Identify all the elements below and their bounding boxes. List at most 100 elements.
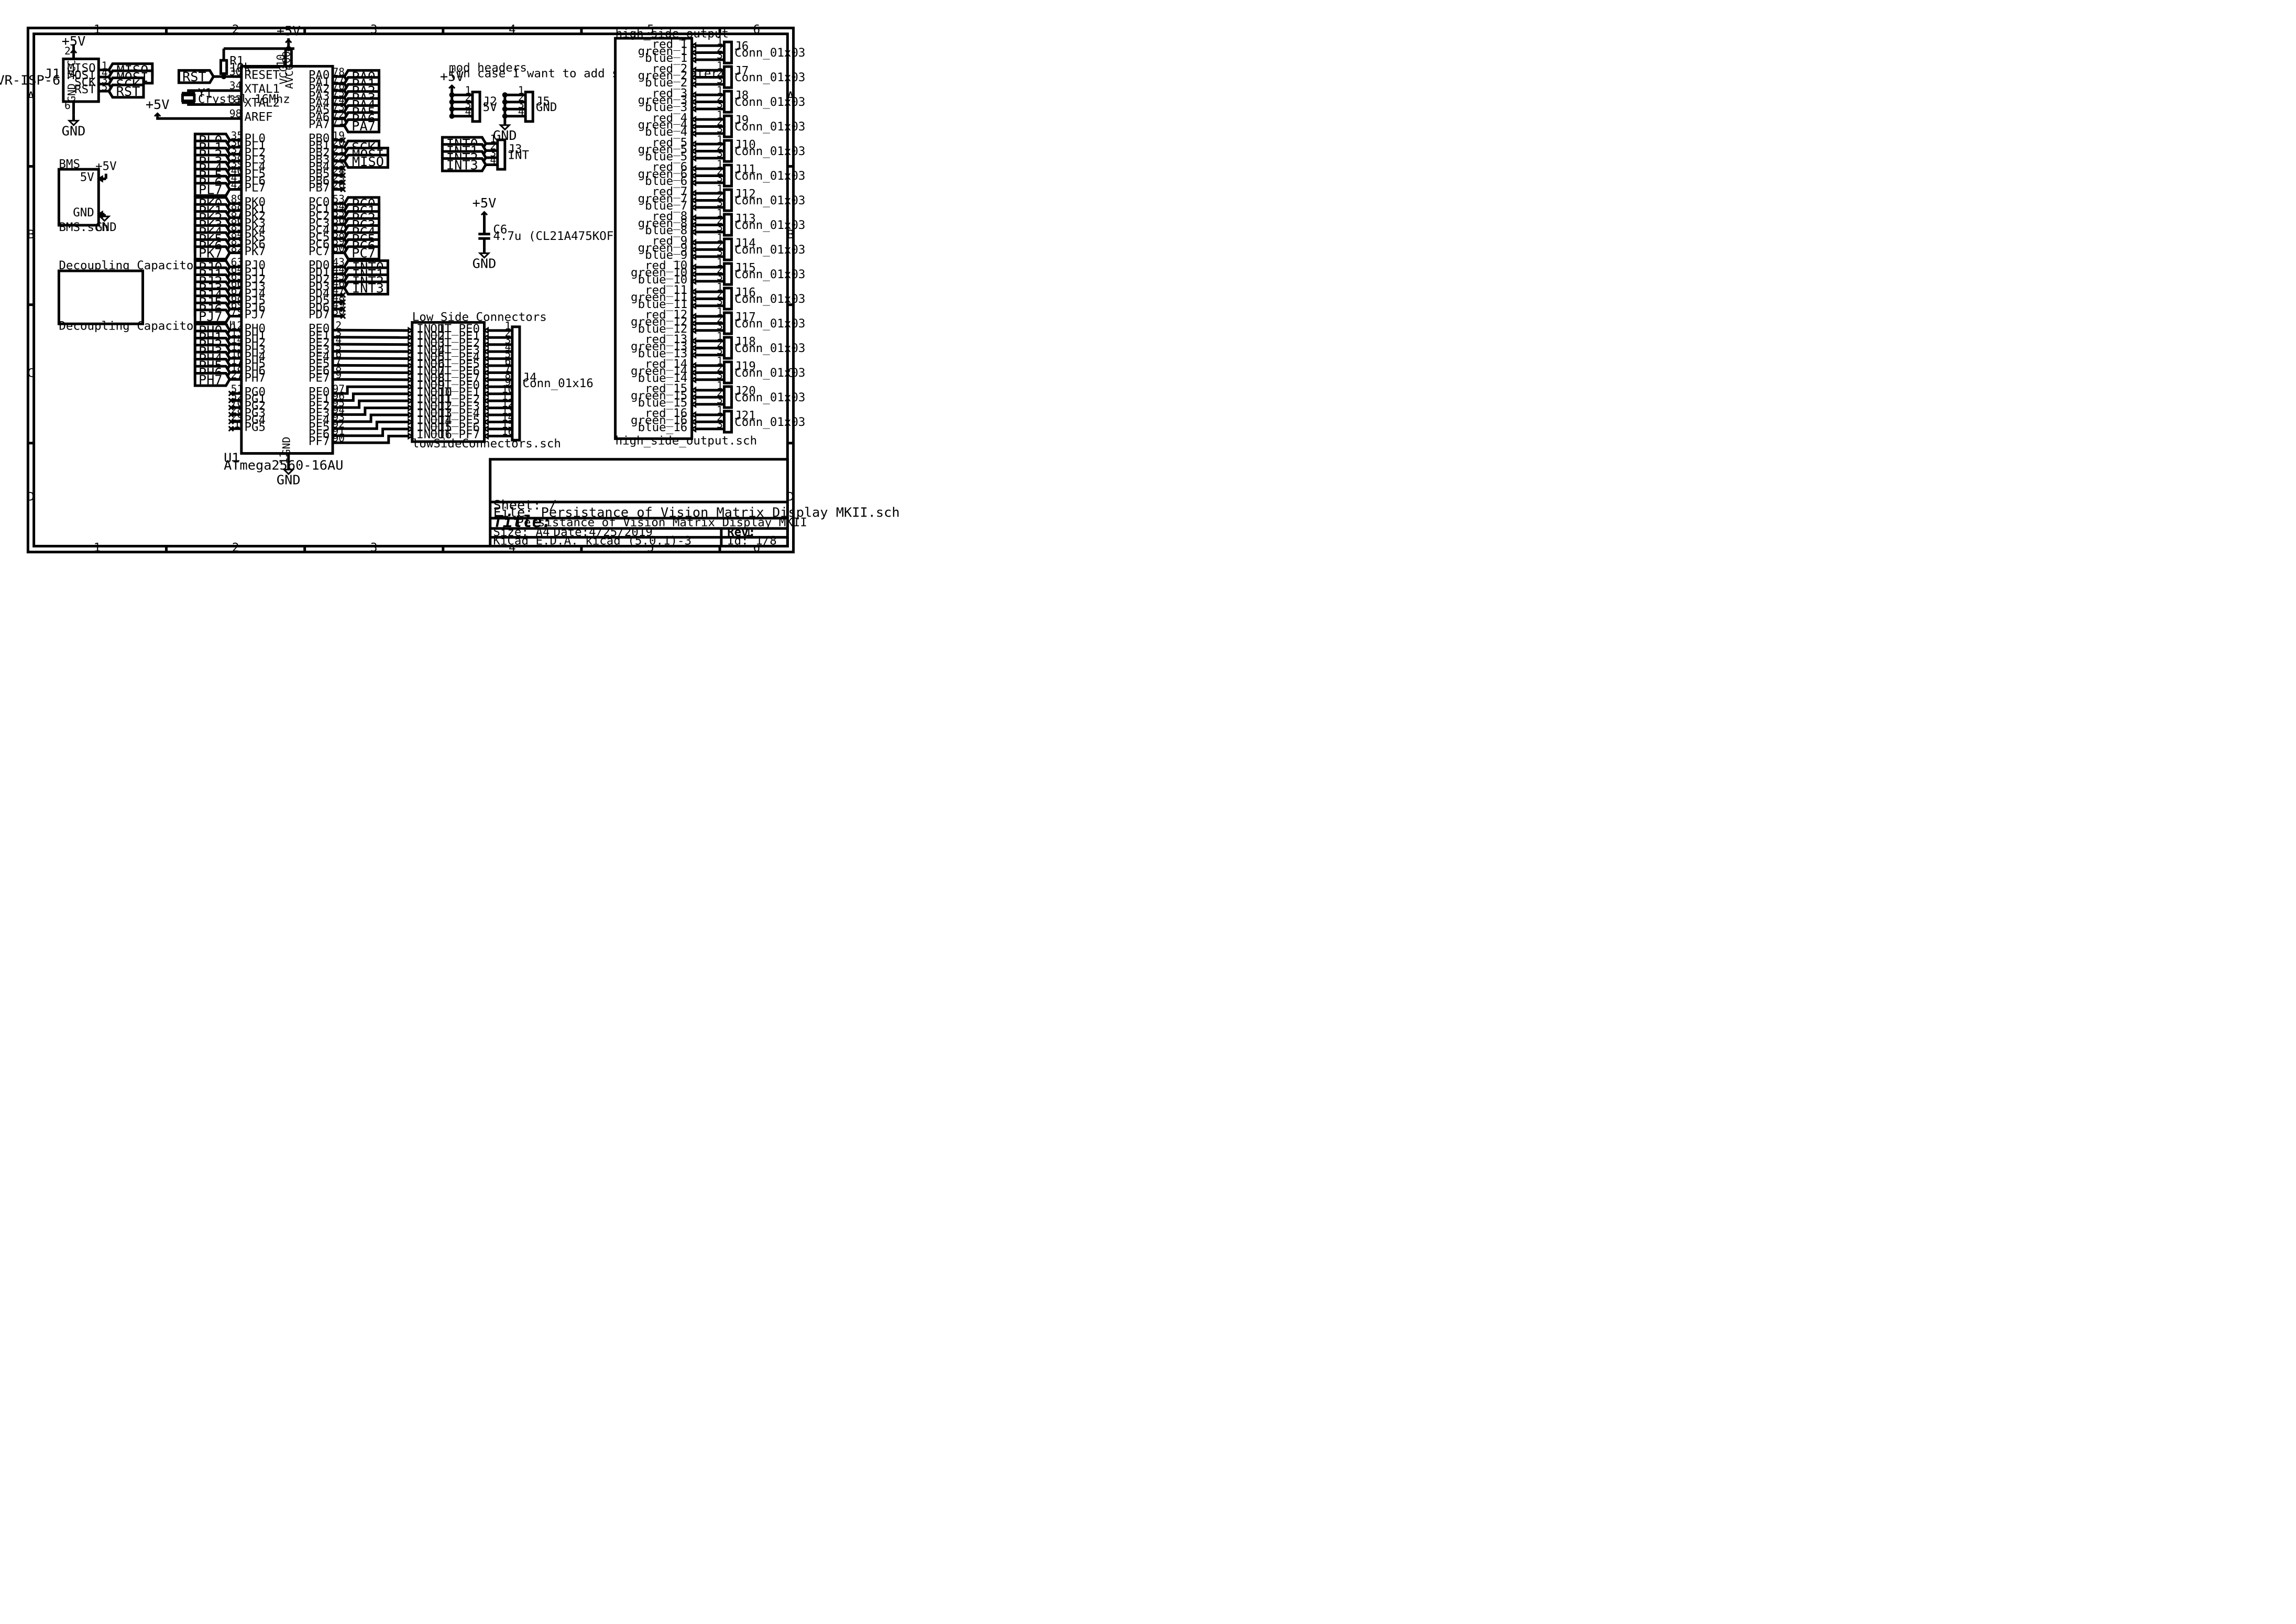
power-arrow-icon: [480, 211, 488, 216]
power-arrow-icon: [285, 38, 292, 43]
high-side-output-sheet[interactable]: high_side_outputhigh_side_output.schJ6Co…: [614, 27, 806, 448]
sheet-pin-label: red_6: [652, 160, 688, 174]
pin-number: 16: [231, 348, 244, 360]
sheet-pin-label: green_5: [638, 143, 688, 157]
sheet-pin-label: OUT_PE2: [430, 336, 480, 350]
pin-number: 53: [332, 193, 345, 205]
sheet-pin-label: blue_5: [645, 150, 687, 163]
pin-number: 52: [231, 390, 244, 402]
sheet-pin-label: red_7: [652, 185, 688, 199]
pin-number: 27: [231, 369, 244, 381]
wire: [156, 113, 241, 120]
global-label: INT3: [446, 157, 478, 172]
sheet-pin-icon: [408, 334, 414, 342]
pin-number: 2: [717, 116, 723, 128]
sheet-pin-label: red_11: [645, 283, 687, 297]
pin-number: 4: [505, 341, 511, 353]
pin-number: 74: [332, 94, 345, 106]
pin-number: 63: [231, 256, 244, 268]
sheet-pin-icon: [690, 288, 697, 296]
sheet-pin-icon: [690, 41, 697, 50]
pin-name: PC4: [309, 224, 330, 237]
pin-number: 34: [229, 80, 242, 92]
pin-name: PD1: [309, 266, 330, 279]
pin-number: 39: [231, 158, 244, 170]
pin-name: SCK: [74, 76, 96, 90]
sheet-pin-label: green_11: [631, 291, 687, 304]
grid-row-label: A: [27, 90, 35, 103]
wire: [344, 427, 409, 437]
global-label-box: [343, 153, 389, 169]
pin-number: 5: [335, 341, 342, 353]
sheet-pin-label: OUT_PF2: [430, 392, 480, 406]
pin-name: PE7: [309, 371, 330, 385]
sheet-pin-label: OUT_PE1: [430, 329, 480, 343]
connector-header: [723, 410, 733, 434]
ref-designator: J21: [734, 409, 756, 422]
pin-number: 93: [332, 411, 345, 423]
low-side-sheet-box[interactable]: [411, 321, 486, 443]
isp-body: [62, 57, 100, 103]
pin-number: 3: [505, 334, 511, 346]
ref-designator: Y1: [198, 86, 212, 100]
ref-designator: C6: [493, 223, 507, 236]
pin-number: 3: [717, 197, 723, 209]
pin-number: 77: [332, 73, 345, 85]
tb-date: Date:4/25/2019: [554, 525, 653, 539]
sheet-pin-icon: [690, 369, 697, 377]
sheet-pin-icon: [690, 270, 697, 278]
sheet-file: lowSideConnectors.sch: [412, 437, 561, 451]
pin-number: 3: [717, 49, 723, 61]
sheet-pin-label: IN_6: [416, 357, 445, 371]
pin-number: 56: [332, 214, 345, 226]
pin-name: PB7: [309, 181, 330, 195]
ground-label: GND: [473, 256, 497, 271]
pin-number: 17: [231, 355, 244, 367]
wire: [344, 434, 409, 444]
sheet-pin-icon: [690, 302, 697, 310]
component-value: Conn_01x03: [734, 95, 805, 109]
pin-number: 91: [332, 425, 345, 437]
pin-name: PB0: [309, 132, 330, 146]
power-label: +5V: [440, 69, 464, 84]
sheet-pin-icon: [690, 214, 697, 222]
pin-name: PH3: [244, 343, 266, 357]
decoupling-sheet-box[interactable]: [57, 269, 145, 325]
grid-col-label: 4: [509, 23, 516, 37]
pin-number: 3: [102, 74, 108, 86]
sheet-pin-icon: [690, 80, 697, 89]
pin-number: 66: [231, 278, 244, 290]
pin-number: 40: [231, 164, 244, 177]
pin-number: 28: [231, 404, 244, 416]
pin-name: PF5: [309, 420, 330, 434]
pin-number: 2: [717, 67, 723, 79]
sheet-pin-label: blue_14: [638, 371, 688, 385]
bms-sheet-box[interactable]: [57, 168, 100, 227]
int-header-j3: 1INT02INT13INT24INT3J3INT: [441, 133, 530, 172]
sheet-title: Low Side Connectors: [412, 311, 547, 324]
pin-number: 65: [231, 270, 244, 282]
pin-number: 1: [717, 35, 723, 47]
sheet-pin-icon: [690, 295, 697, 303]
sheet-pin-label: green_14: [631, 365, 687, 378]
pin-number: 14: [231, 334, 244, 346]
low-side-connectors-sheet[interactable]: Low Side Connectors lowSideConnectors.sch…: [344, 311, 594, 451]
sheet-title: BMS: [59, 157, 80, 171]
connector-header: [723, 90, 733, 114]
pin-number: 9: [335, 369, 342, 381]
pin-name: PK3: [244, 216, 266, 230]
sheet-pin-icon: [408, 369, 414, 377]
global-label: MISO: [352, 154, 384, 169]
pin-name: PF1: [309, 392, 330, 406]
power-label: +5V: [473, 195, 497, 211]
pin-number: 3: [717, 369, 723, 381]
pin-name: PB1: [309, 139, 330, 152]
global-label-box: [193, 309, 232, 324]
sheet-pin-label: IN_14: [416, 414, 452, 427]
pin-name: PC6: [309, 237, 330, 251]
high-side-sheet-box[interactable]: [614, 37, 694, 440]
pin-name: PJ3: [244, 280, 266, 293]
pin-number: 3: [717, 148, 723, 160]
pin-number: 6: [505, 355, 511, 367]
